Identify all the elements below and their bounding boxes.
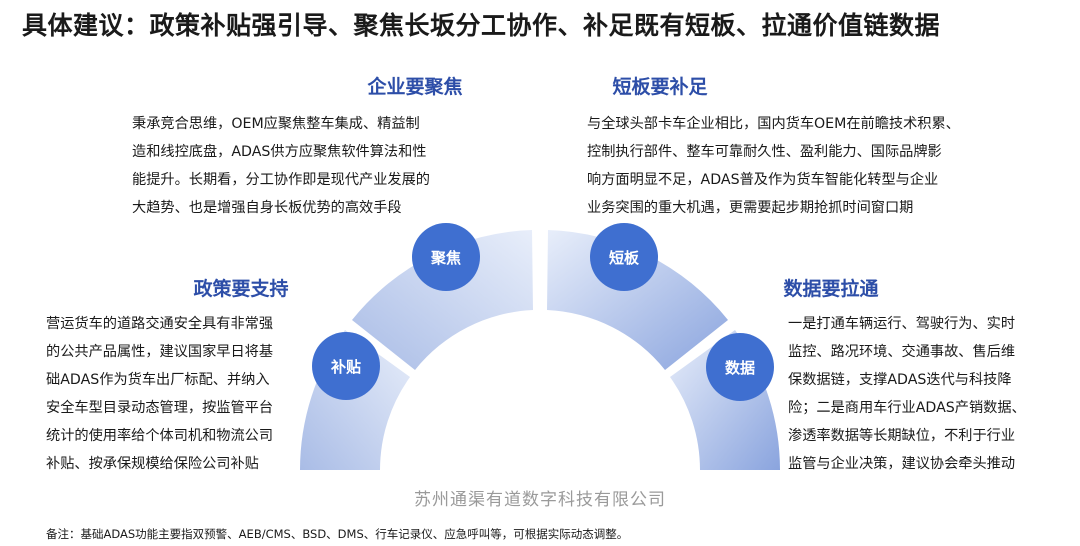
text-line: 业务突围的重大机遇，更需要起步期抢抓时间窗口期 [587,200,914,216]
heading-focus: 企业要聚焦 [367,76,463,98]
circle-focus: 聚焦 [412,223,480,291]
text-line: 监管与企业决策，建议协会牵头推动 [788,456,1016,472]
text-line: 监控、路况环境、交通事故、售后维 [788,344,1016,360]
arc-segment-focus [352,230,533,370]
text-line: 保数据链，支撑ADAS迭代与科技降 [788,372,1012,388]
text-line: 营运货车的道路交通安全具有非常强 [46,316,274,332]
text-line: 控制执行部件、整车可靠耐久性、盈利能力、国际品牌影 [587,144,942,160]
heading-data: 数据要拉通 [783,278,879,300]
text-line: 础ADAS作为货车出厂标配、并纳入 [46,372,270,388]
text-line: 险；二是商用车行业ADAS产销数据、 [788,400,1026,416]
heading-shortboard: 短板要补足 [612,76,708,98]
paragraph-policy: 营运货车的道路交通安全具有非常强 的公共产品属性，建议国家早日将基 础ADAS作… [46,310,273,478]
text-line: 与全球头部卡车企业相比，国内货车OEM在前瞻技术积累、 [587,116,960,132]
text-line: 渗透率数据等长期缺位，不利于行业 [788,428,1016,444]
paragraph-shortboard: 与全球头部卡车企业相比，国内货车OEM在前瞻技术积累、 控制执行部件、整车可靠耐… [587,110,960,222]
paragraph-focus: 秉承竞合思维，OEM应聚焦整车集成、精益制 造和线控底盘，ADAS供方应聚焦软件… [132,110,430,222]
text-line: 大趋势、也是增强自身长板优势的高效手段 [132,200,402,216]
circle-shortboard: 短板 [590,223,658,291]
circle-policy-label: 补贴 [330,358,361,376]
text-line: 补贴、按承保规模给保险公司补贴 [46,456,259,472]
circle-policy: 补贴 [312,332,380,400]
circle-shortboard-label: 短板 [609,249,640,267]
text-line: 秉承竞合思维，OEM应聚焦整车集成、精益制 [132,116,420,132]
text-line: 统计的使用率给个体司机和物流公司 [46,428,274,444]
page-title: 具体建议：政策补贴强引导、聚焦长坂分工协作、补足既有短板、拉通价值链数据 [22,11,941,40]
circle-focus-label: 聚焦 [430,249,461,267]
company-name: 苏州通渠有道数字科技有限公司 [414,490,666,510]
paragraph-data: 一是打通车辆运行、驾驶行为、实时 监控、路况环境、交通事故、售后维 保数据链，支… [788,310,1026,478]
circle-data: 数据 [706,333,774,401]
heading-policy: 政策要支持 [193,278,289,300]
text-line: 能提升。长期看，分工协作即是现代产业发展的 [132,172,430,188]
text-line: 造和线控底盘，ADAS供方应聚焦软件算法和性 [132,144,427,160]
circle-data-label: 数据 [725,359,755,377]
text-line: 响方面明显不足，ADAS普及作为货车智能化转型与企业 [587,172,939,188]
footnote: 备注：基础ADAS功能主要指双预警、AEB/CMS、BSD、DMS、行车记录仪、… [46,527,629,541]
text-line: 一是打通车辆运行、驾驶行为、实时 [788,316,1016,332]
text-line: 安全车型目录动态管理，按监管平台 [46,400,274,416]
text-line: 的公共产品属性，建议国家早日将基 [46,344,274,360]
